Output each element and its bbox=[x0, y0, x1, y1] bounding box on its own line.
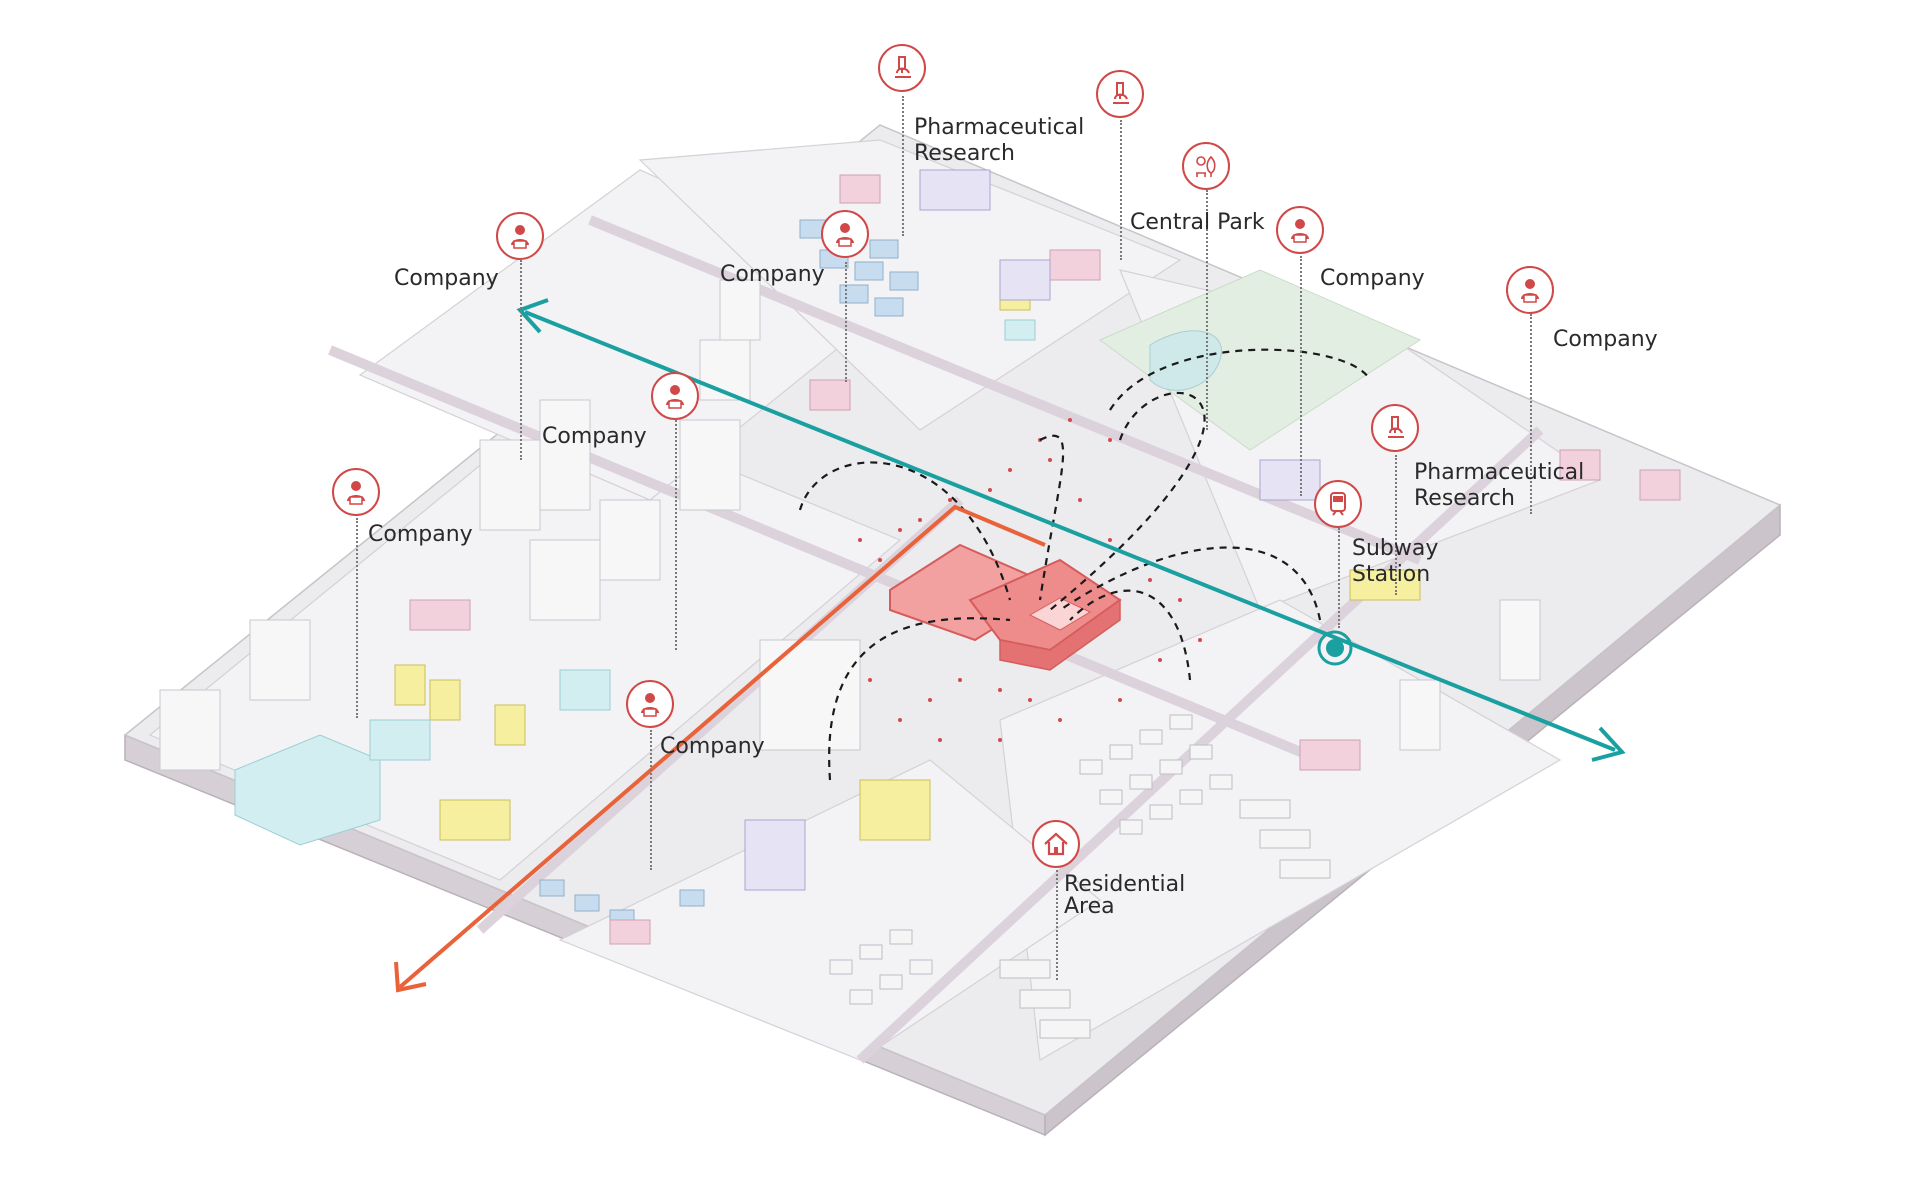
label-pharma-top: Pharmaceutical Research bbox=[914, 115, 1085, 166]
people-dots bbox=[858, 418, 1202, 742]
leader-company-upper-mid bbox=[845, 262, 847, 382]
worker-icon bbox=[651, 372, 699, 420]
flow-arrows bbox=[798, 348, 1371, 781]
leader-company-top-right bbox=[1300, 256, 1302, 496]
leader-pharma-top2 bbox=[1120, 120, 1122, 260]
label-subway: Subway Station bbox=[1352, 536, 1439, 587]
label-company-upper-mid: Company bbox=[720, 262, 825, 287]
worker-icon bbox=[332, 468, 380, 516]
label-central-park: Central Park bbox=[1130, 210, 1265, 235]
label-company-mid-left: Company bbox=[542, 424, 647, 449]
leader-park bbox=[1206, 190, 1208, 430]
train-icon bbox=[1314, 480, 1362, 528]
leader-company-bottom bbox=[650, 730, 652, 870]
residential-rows bbox=[829, 714, 1331, 1039]
microscope-icon bbox=[878, 44, 926, 92]
worker-icon bbox=[626, 680, 674, 728]
leader-pharma-right bbox=[1395, 455, 1397, 595]
label-company-left-top: Company bbox=[394, 266, 499, 291]
leader-residential bbox=[1056, 870, 1058, 980]
buildings-yellow bbox=[394, 289, 1421, 841]
leader-pharma-top bbox=[902, 96, 904, 236]
house-icon bbox=[1032, 820, 1080, 868]
leader-subway bbox=[1338, 528, 1340, 628]
worker-icon bbox=[1276, 206, 1324, 254]
label-company-top-right: Company bbox=[1320, 266, 1425, 291]
buildings-white bbox=[159, 279, 1541, 771]
microscope-icon bbox=[1096, 70, 1144, 118]
leader-company-left bbox=[356, 518, 358, 718]
orange-axis bbox=[394, 504, 1046, 993]
buildings-lilac bbox=[744, 169, 1321, 891]
park-icon bbox=[1182, 142, 1230, 190]
label-residential: Residential Area bbox=[1064, 872, 1186, 919]
worker-icon bbox=[821, 210, 869, 258]
worker-icon bbox=[1506, 266, 1554, 314]
label-company-far-right: Company bbox=[1553, 327, 1658, 352]
buildings-teal bbox=[234, 319, 1036, 846]
label-pharma-right: Pharmaceutical Research bbox=[1414, 460, 1585, 511]
leader-company-mid-left bbox=[675, 420, 677, 650]
teal-axis bbox=[516, 298, 1626, 762]
leader-company-far-right bbox=[1530, 314, 1532, 514]
label-company-left: Company bbox=[368, 522, 473, 547]
worker-icon bbox=[496, 212, 544, 260]
leader-company-left-top bbox=[520, 260, 522, 460]
label-company-bottom: Company bbox=[660, 734, 765, 759]
microscope-icon bbox=[1371, 404, 1419, 452]
